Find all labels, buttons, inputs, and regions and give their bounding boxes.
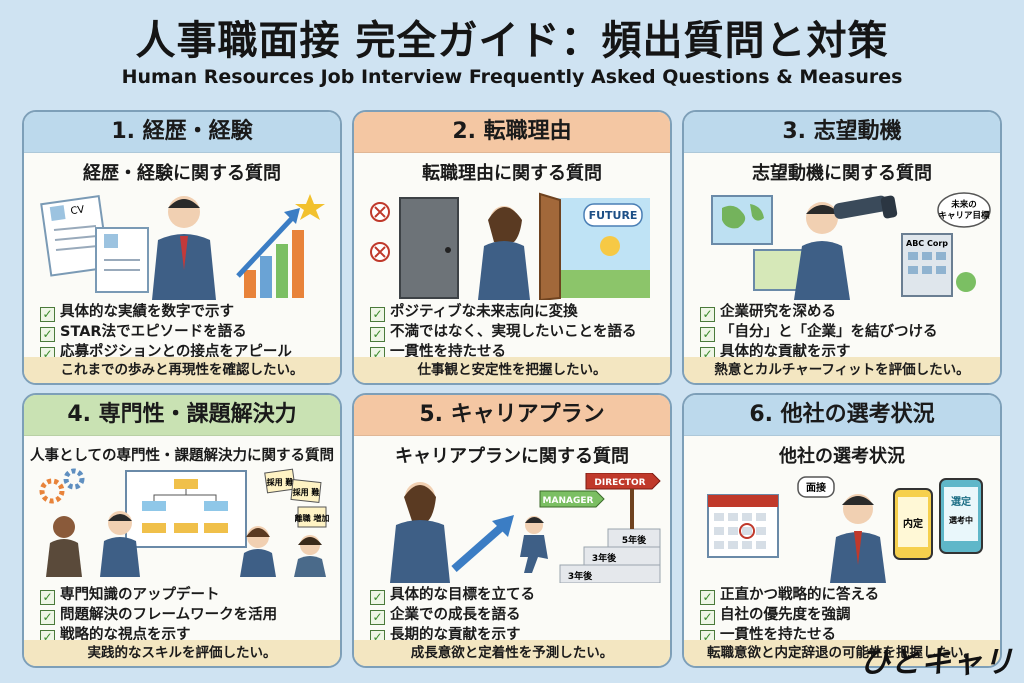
check-icon: ✓ xyxy=(700,327,715,342)
note-label-3: 離職 増加 xyxy=(295,513,330,523)
card-question: 経歴・経験に関する質問 xyxy=(83,163,281,184)
list-item: ✓企業での成長を語る xyxy=(370,605,670,625)
stair-label-3: 5年後 xyxy=(622,534,647,546)
future-label: FUTURE xyxy=(589,209,638,222)
check-icon: ✓ xyxy=(700,307,715,322)
card-footer: 転職意欲と内定辞退の可能性を把握したい。 xyxy=(684,640,1000,666)
interview-bubble: 面接 xyxy=(806,481,826,494)
card-footer: 成長意欲と定着性を予測したい。 xyxy=(354,640,670,666)
card-question: 人事としての専門性・課題解決力に関する質問 xyxy=(29,448,335,464)
resume-growth-illustration: CV xyxy=(40,194,325,300)
list-item: ✓具体的な目標を立てる xyxy=(370,585,670,605)
check-icon: ✓ xyxy=(40,327,55,342)
stair-label-1: 3年後 xyxy=(568,570,593,582)
offer-phone-text: 内定 xyxy=(903,517,923,530)
check-icon: ✓ xyxy=(40,610,55,625)
check-icon: ✓ xyxy=(370,307,385,322)
list-item: ✓「自分」と「企業」を結びつける xyxy=(700,322,1000,342)
tips-list: ✓正直かつ戦略的に答える ✓自社の優先度を強調 ✓一貫性を持たせる xyxy=(700,585,1000,645)
card-reason-for-change: 2. 転職理由 転職理由に関する質問 FUTURE ✓ポジティブな未来志向に変換… xyxy=(352,110,672,385)
card-motivation: 3. 志望動機 志望動機に関する質問 未来の キャリア目標 ABC Corp ✓… xyxy=(682,110,1002,385)
list-item: ✓専門知識のアップデート xyxy=(40,585,340,605)
card-question: 志望動機に関する質問 xyxy=(752,163,932,184)
manager-sign: MANAGER xyxy=(543,496,594,506)
schedule-phones-illustration: 面接 内定 選定 選考中 xyxy=(707,476,983,583)
future-goal-label-1: 未来の xyxy=(950,199,977,210)
list-item: ✓ポジティブな未来志向に変換 xyxy=(370,302,670,322)
tips-list: ✓具体的な実績を数字で示す ✓STAR法でエピソードを語る ✓応募ポジションとの… xyxy=(40,302,340,362)
tips-list: ✓企業研究を深める ✓「自分」と「企業」を結びつける ✓具体的な貢献を示す xyxy=(700,302,1000,362)
cv-label: CV xyxy=(70,204,85,217)
card-heading: 3. 志望動機 xyxy=(684,112,1000,153)
tips-list: ✓専門知識のアップデート ✓問題解決のフレームワークを活用 ✓戦略的な視点を示す xyxy=(40,585,340,645)
list-item: ✓STAR法でエピソードを語る xyxy=(40,322,340,342)
team-meeting-illustration: 採用 難 採用 難 離職 増加 xyxy=(39,468,330,577)
check-icon: ✓ xyxy=(40,590,55,605)
selection-phone-title: 選定 xyxy=(951,495,971,508)
card-heading: 6. 他社の選考状況 xyxy=(684,395,1000,436)
card-question: 他社の選考状況 xyxy=(779,446,905,467)
telescope-illustration: 未来の キャリア目標 ABC Corp xyxy=(711,192,991,300)
company-label: ABC Corp xyxy=(906,239,948,248)
card-heading: 1. 経歴・経験 xyxy=(24,112,340,153)
check-icon: ✓ xyxy=(370,610,385,625)
card-footer: 実践的なスキルを評価したい。 xyxy=(24,640,340,666)
career-stairs-illustration: 3年後 3年後 5年後 MANAGER DIRECTOR xyxy=(390,473,661,583)
list-item: ✓問題解決のフレームワークを活用 xyxy=(40,605,340,625)
card-question: 転職理由に関する質問 xyxy=(422,163,602,184)
future-goal-label-2: キャリア目標 xyxy=(938,210,990,221)
list-item: ✓自社の優先度を強調 xyxy=(700,605,1000,625)
card-career-experience: 1. 経歴・経験 経歴・経験に関する質問 CV ✓具体的な実績を数字で示す ✓S… xyxy=(22,110,342,385)
card-heading: 4. 専門性・課題解決力 xyxy=(24,395,340,436)
stair-label-2: 3年後 xyxy=(592,552,617,564)
page-title: 人事職面接 完全ガイド：頻出質問と対策 xyxy=(135,18,889,64)
tips-list: ✓ポジティブな未来志向に変換 ✓不満ではなく、実現したいことを語る ✓一貫性を持… xyxy=(370,302,670,362)
card-footer: 熱意とカルチャーフィットを評価したい。 xyxy=(684,357,1000,383)
tips-list: ✓具体的な目標を立てる ✓企業での成長を語る ✓長期的な貢献を示す xyxy=(370,585,670,645)
card-footer: これまでの歩みと再現性を確認したい。 xyxy=(24,357,340,383)
check-icon: ✓ xyxy=(370,590,385,605)
card-footer: 仕事観と安定性を把握したい。 xyxy=(354,357,670,383)
check-icon: ✓ xyxy=(700,610,715,625)
note-label-1: 採用 難 xyxy=(267,477,294,487)
list-item: ✓不満ではなく、実現したいことを語る xyxy=(370,322,670,342)
card-other-company-status: 6. 他社の選考状況 他社の選考状況 面接 内定 選定 選考中 ✓正直かつ戦略的… xyxy=(682,393,1002,668)
card-question: キャリアプランに関する質問 xyxy=(395,446,629,467)
page-subtitle: Human Resources Job Interview Frequently… xyxy=(121,66,903,88)
list-item: ✓具体的な実績を数字で示す xyxy=(40,302,340,322)
director-sign: DIRECTOR xyxy=(594,478,645,488)
future-door-illustration: FUTURE xyxy=(370,192,650,300)
selection-phone-status: 選考中 xyxy=(949,515,973,525)
note-label-2: 採用 難 xyxy=(293,487,320,497)
check-icon: ✓ xyxy=(40,307,55,322)
list-item: ✓正直かつ戦略的に答える xyxy=(700,585,1000,605)
brand-logo: ひとキャリ xyxy=(859,645,1014,680)
card-expertise-problem-solving: 4. 専門性・課題解決力 人事としての専門性・課題解決力に関する質問 採用 難 … xyxy=(22,393,342,668)
card-heading: 2. 転職理由 xyxy=(354,112,670,153)
card-career-plan: 5. キャリアプラン キャリアプランに関する質問 3年後 3年後 5年後 MAN… xyxy=(352,393,672,668)
check-icon: ✓ xyxy=(700,590,715,605)
list-item: ✓企業研究を深める xyxy=(700,302,1000,322)
card-heading: 5. キャリアプラン xyxy=(354,395,670,436)
check-icon: ✓ xyxy=(370,327,385,342)
